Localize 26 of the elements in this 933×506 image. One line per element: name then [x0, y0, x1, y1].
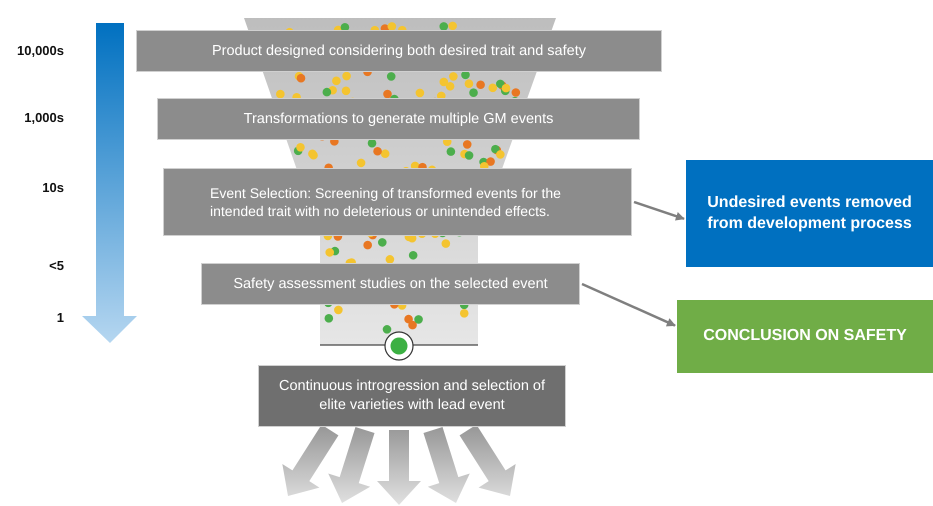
count-label: 1: [56, 310, 64, 325]
count-label: <5: [48, 258, 64, 273]
count-label: 10s: [41, 180, 64, 195]
process-box: [157, 98, 640, 140]
block-arrow: [423, 427, 470, 503]
arrow: [582, 282, 676, 327]
block-arrow: [282, 424, 338, 496]
arrow: [634, 200, 685, 221]
step-text: Continuous introgression and selection of elite varieties with lead event: [278, 377, 546, 415]
step-text: Product designed considering both desired trait and safety: [212, 42, 586, 60]
block-arrow: [460, 424, 516, 496]
block-arrow: [377, 430, 421, 505]
count-label: 1,000s: [23, 110, 64, 125]
step-text: Transformations to generate multiple GM events: [244, 110, 554, 128]
process-box: [136, 30, 662, 72]
block-arrow: [328, 427, 375, 503]
result-box: [686, 160, 933, 267]
step-text: CONCLUSION ON SAFETY: [703, 326, 907, 346]
step-text: Undesired events removed from development process: [706, 192, 913, 234]
step-text: Event Selection: Screening of transformed events for the intended trait with no deleterious or unintended effects.: [210, 184, 562, 220]
step-text: Safety assessment studies on the selected event: [233, 274, 548, 294]
count-label: 10,000s: [16, 43, 64, 58]
process-box: [163, 168, 632, 236]
process-box: [201, 263, 580, 305]
result-box: [677, 300, 933, 373]
process-box: [258, 365, 566, 427]
